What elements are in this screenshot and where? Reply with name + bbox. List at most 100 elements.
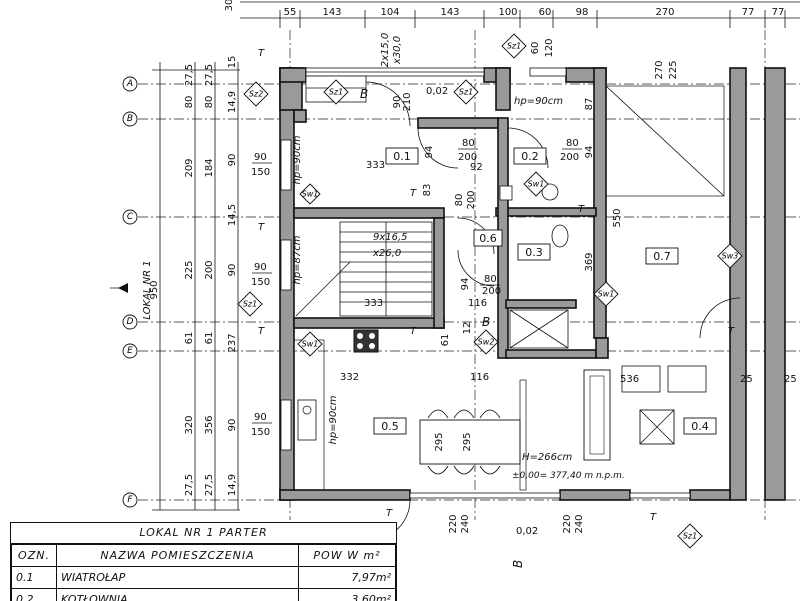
door-3-w: 80 (484, 274, 497, 285)
dim-left-320: 320 (184, 415, 195, 434)
win-5-h: 210 (402, 92, 413, 111)
symbol-sw1-c: Sw1 (598, 290, 615, 299)
dim-mid-275b: 27,5 (204, 474, 215, 496)
room-0.7: 0.7 (653, 250, 671, 263)
dim-mid-184: 184 (204, 158, 215, 177)
row-name: WIATROŁAP (57, 567, 299, 589)
mark-t-9: T (650, 512, 657, 523)
dim-left-209: 209 (184, 158, 195, 177)
schedule-grid: OZN. NAZWA POMIESZCZENIA POW W m² 0.1 WI… (11, 544, 396, 601)
dim-in-15: 15 (227, 56, 238, 69)
dim-in-90b: 90 (227, 264, 238, 277)
mark-t-6: T (578, 204, 585, 215)
symbol-sw1-a: Sw1 (302, 190, 319, 199)
dim-in-145: 14,5 (227, 204, 238, 226)
dim-87: 87 (584, 98, 595, 111)
dim-top-143: 143 (322, 7, 341, 18)
room-0.6: 0.6 (479, 232, 497, 245)
mark-b-3: B (511, 560, 525, 568)
symbol-sz2: Sz2 (249, 90, 263, 99)
toilet (552, 225, 568, 247)
symbol-sz1-e: Sz1 (683, 532, 697, 541)
dim-94b: 94 (584, 146, 595, 159)
stairs-label-a: 9x16,5 (373, 232, 408, 243)
dim-mid-80: 80 (204, 96, 215, 109)
mark-b-1: B (360, 87, 368, 101)
mark-b-2: B (482, 315, 490, 329)
win-6-h: 240 (460, 514, 471, 533)
win-6-w: 220 (448, 514, 459, 533)
table-row: 0.1 WIATROŁAP 7,97m² (12, 567, 396, 589)
axis-B: B (127, 114, 133, 124)
dim-270: 270 (654, 60, 665, 79)
symbol-sz1-c: Sz1 (507, 42, 521, 51)
header-area: POW W m² (299, 545, 396, 567)
symbol-sz1-a: Sz1 (329, 88, 343, 97)
dim-top-98: 98 (576, 7, 589, 18)
dim-002b: 0,02 (516, 526, 538, 537)
stair-top-b: x30,0 (392, 36, 403, 65)
dim-left-275: 27,5 (184, 64, 195, 86)
dim-mid-200: 200 (204, 260, 215, 279)
symbol-sw2: Sw2 (478, 338, 495, 347)
dim-333a: 333 (366, 160, 385, 171)
win-3-h: 150 (251, 427, 270, 438)
stairs-label-b: x26,0 (372, 248, 401, 259)
door-1-w: 80 (462, 138, 475, 149)
win-1-h: 150 (251, 167, 270, 178)
row-area: 3,60m² (299, 589, 396, 601)
stove (354, 330, 378, 352)
axis-E: E (127, 346, 133, 356)
dim-top-60: 60 (539, 7, 552, 18)
axis-markers: A B C D E F (123, 77, 137, 507)
sill-height-2: hp=87cm (292, 235, 303, 284)
dim-002a: 0,02 (426, 86, 448, 97)
axis-A: A (126, 79, 133, 89)
dim-top-30: 30 (224, 0, 235, 11)
top-dimension-chain: 55 143 104 143 100 60 98 270 77 77 30 (224, 0, 800, 28)
axis-F: F (127, 495, 133, 505)
dim-25b: 25 (784, 374, 797, 385)
dim-333b: 333 (364, 298, 383, 309)
mark-t-1: T (258, 48, 265, 59)
axis-D: D (127, 317, 134, 327)
front-steps: 2x15,0 x30,0 (306, 33, 410, 126)
mark-t-3: T (258, 326, 265, 337)
section-label: LOKAL NR 1 (142, 260, 153, 319)
symbol-sz1-b: Sz1 (459, 88, 473, 97)
mark-t-5: T (410, 326, 417, 337)
win-3-w: 90 (254, 412, 267, 423)
axis-C: C (127, 212, 134, 222)
dim-top-100: 100 (498, 7, 517, 18)
dim-top-104: 104 (380, 7, 399, 18)
dim-116b: 116 (470, 372, 489, 383)
win-4-w: 60 (530, 42, 541, 55)
room-schedule-table: LOKAL NR 1 PARTER OZN. NAZWA POMIESZCZEN… (10, 522, 397, 601)
mark-t-4: T (410, 188, 417, 199)
door-4-w: 80 (454, 194, 465, 207)
dim-61: 61 (440, 334, 451, 347)
symbol-sw3: Sw3 (722, 252, 739, 261)
dim-12: 12 (462, 322, 473, 335)
win-7-h: 240 (574, 514, 585, 533)
symbol-sw1-d: Sw1 (302, 340, 319, 349)
room-0.2: 0.2 (521, 150, 539, 163)
dim-116a: 116 (468, 298, 487, 309)
armchair-2 (668, 366, 706, 392)
dim-225: 225 (668, 60, 679, 79)
table-row: 0.2 KOTŁOWNIA 3,60m² (12, 589, 396, 601)
dim-in-237: 237 (227, 333, 238, 352)
header-ozn: OZN. (12, 545, 57, 567)
dim-mid-61: 61 (204, 332, 215, 345)
schedule-title: LOKAL NR 1 PARTER (11, 523, 396, 544)
dim-295a: 295 (434, 432, 445, 451)
dim-94a: 94 (424, 146, 435, 159)
sill-height-4: hp=90cm (514, 96, 563, 107)
dim-550: 550 (612, 208, 623, 227)
row-ozn: 0.2 (12, 589, 57, 601)
dim-25a: 25 (740, 374, 753, 385)
win-1-w: 90 (254, 152, 267, 163)
dim-295b: 295 (462, 432, 473, 451)
dim-left-225: 225 (184, 260, 195, 279)
